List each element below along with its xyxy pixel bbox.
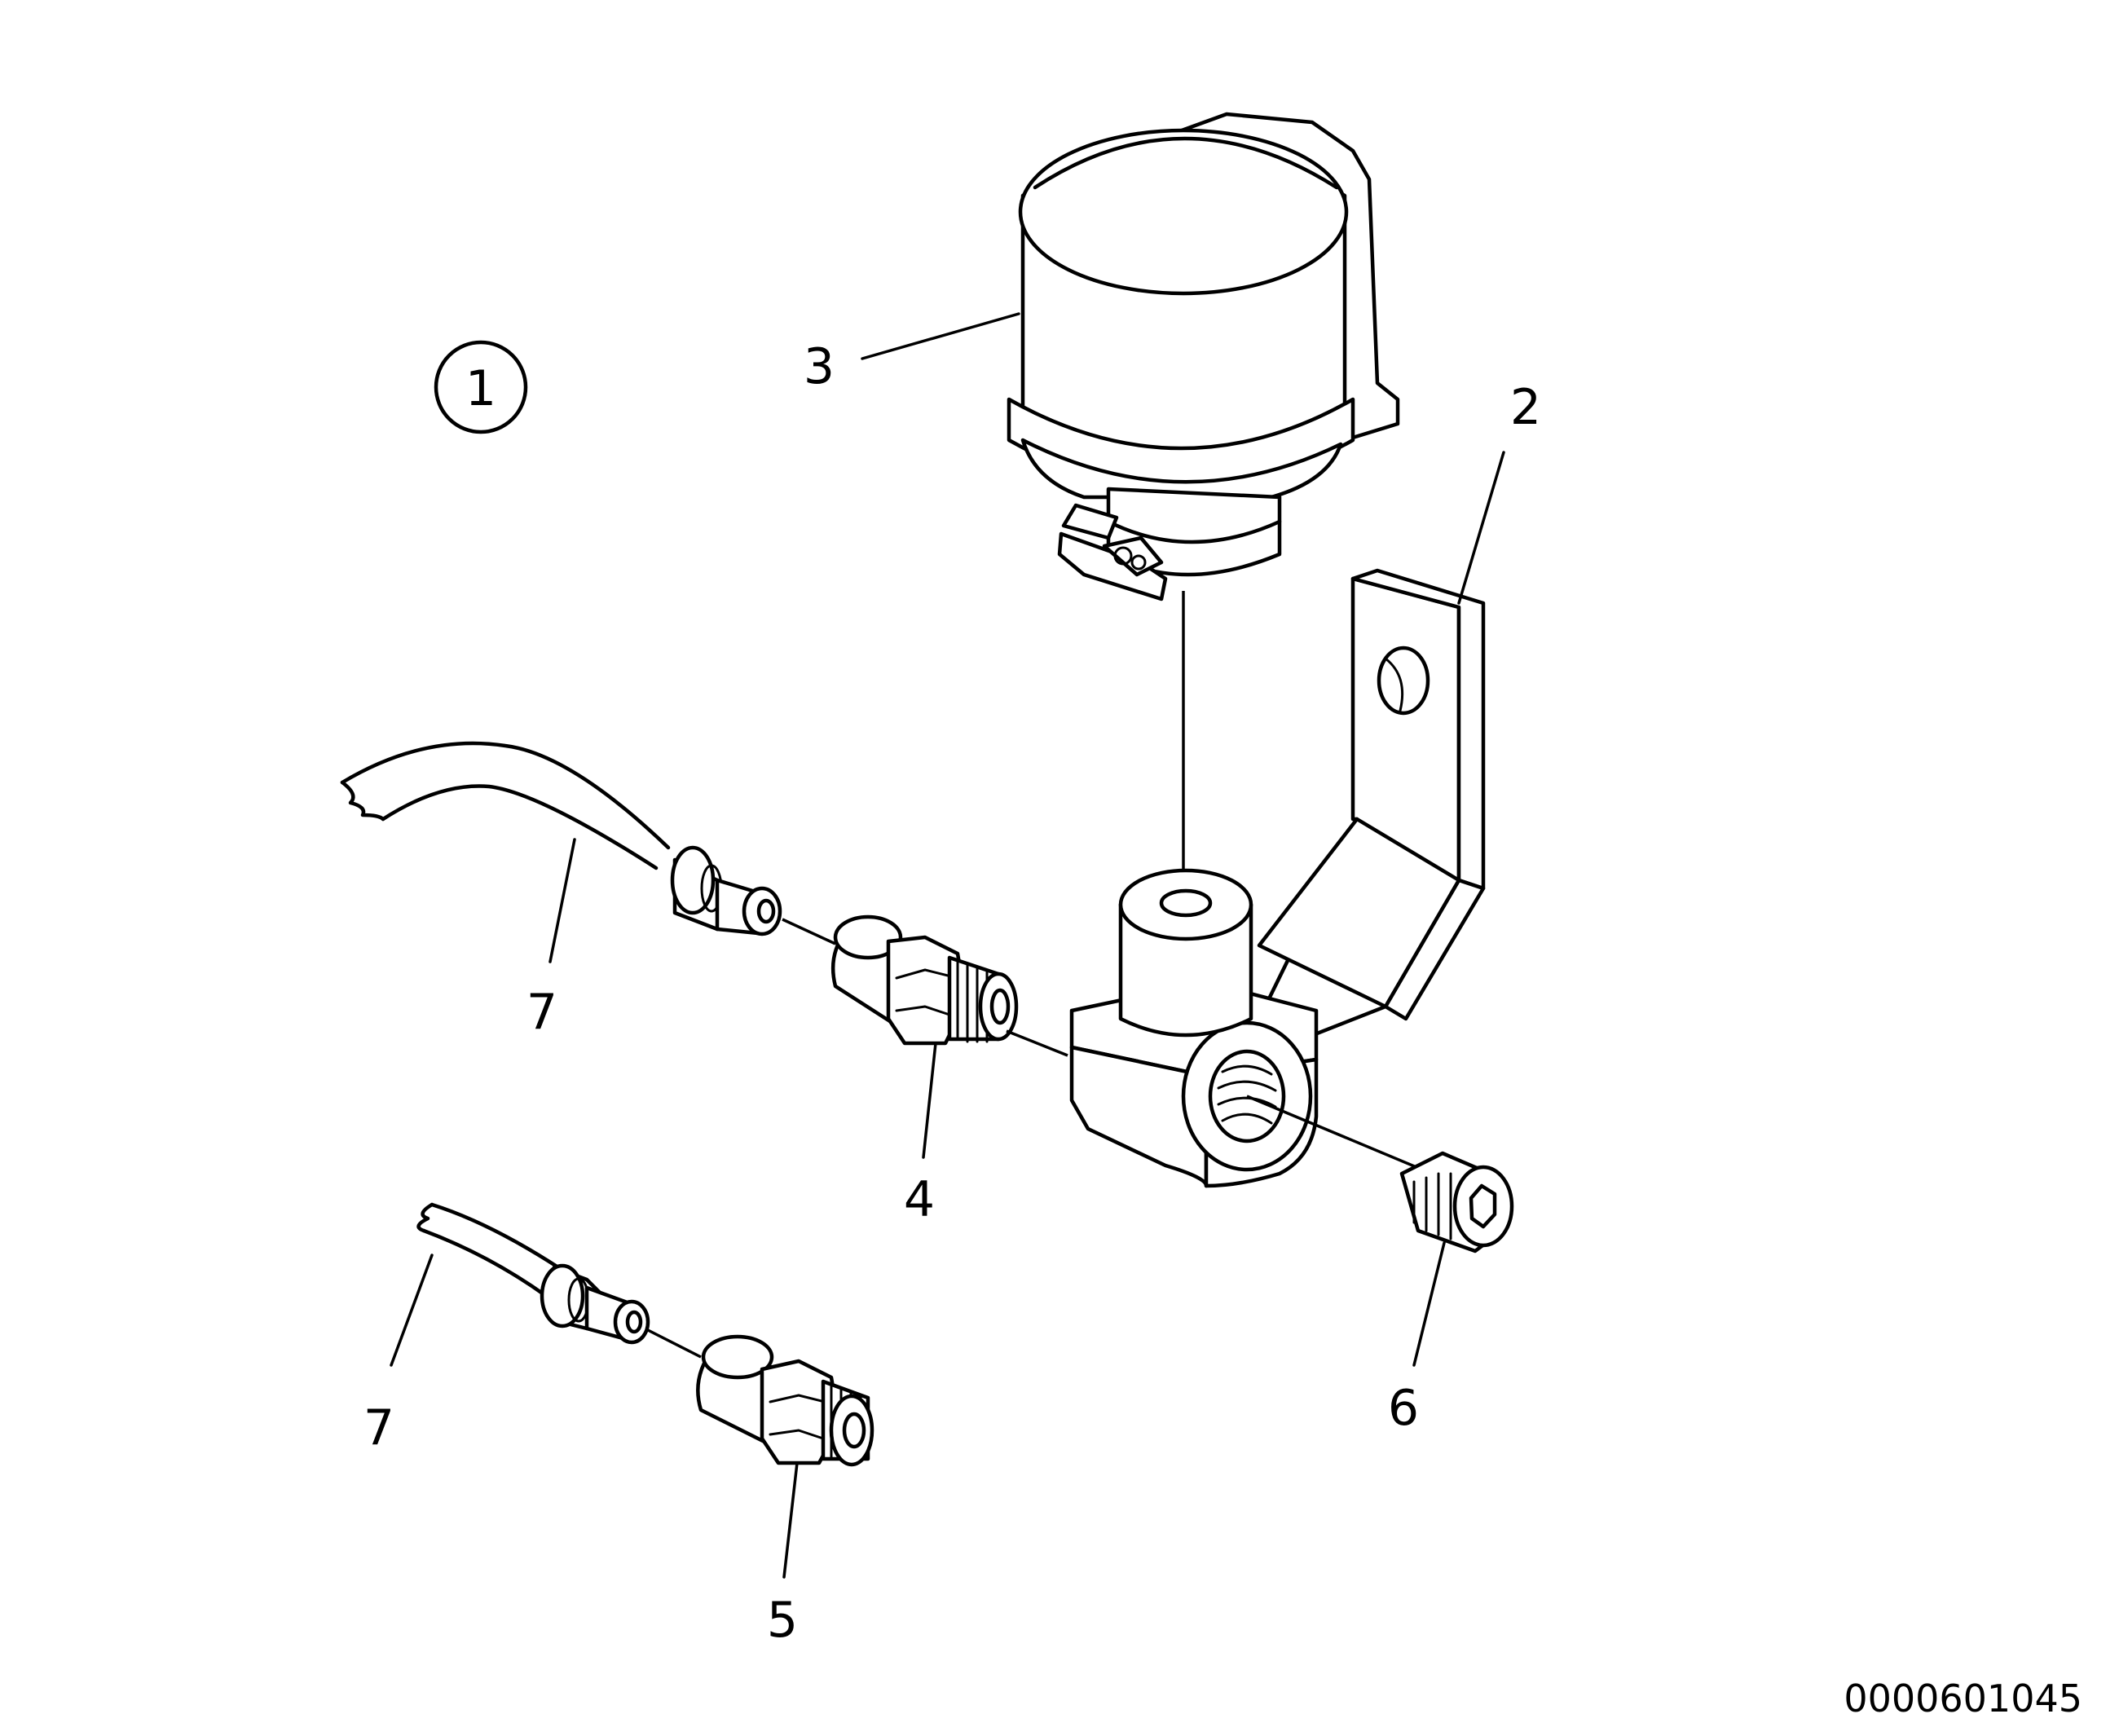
leader-hose-lower [390, 1254, 434, 1367]
callout-numbers: 3 2 7 4 6 7 5 [363, 338, 1541, 1649]
view-marker: 1 [434, 340, 528, 434]
hose-upper-axis [782, 918, 836, 945]
hose-lower [416, 1202, 650, 1345]
fitting-upper [830, 914, 1019, 1046]
callout-hose-upper: 7 [526, 984, 557, 1041]
plug-axis [1246, 1095, 1423, 1171]
callout-filter: 3 [804, 338, 835, 395]
leader-filter [861, 312, 1020, 360]
leader-fitting-upper [922, 1042, 937, 1159]
hose-upper [340, 741, 782, 936]
callout-plug: 6 [1388, 1380, 1419, 1437]
callout-bracket: 2 [1510, 379, 1541, 436]
fitting-lower [696, 1334, 874, 1467]
filter-cap [1007, 112, 1400, 601]
leader-hose-upper [548, 838, 576, 963]
hose-lower-axis [647, 1328, 702, 1359]
callout-hose-lower: 7 [363, 1399, 394, 1456]
leader-bracket [1457, 451, 1505, 605]
view-marker-label: 1 [465, 360, 496, 417]
callout-fitting-lower: 5 [767, 1592, 798, 1649]
callout-fitting-upper: 4 [904, 1171, 935, 1228]
document-number: 0000601045 [1844, 1677, 2082, 1721]
leader-fitting-lower [782, 1461, 799, 1579]
leader-lines [390, 312, 1505, 1579]
leader-plug [1412, 1241, 1446, 1367]
plug-screw [1399, 1151, 1514, 1254]
fitting-upper-axis [1006, 1029, 1068, 1057]
mounting-bracket [1069, 568, 1486, 1188]
